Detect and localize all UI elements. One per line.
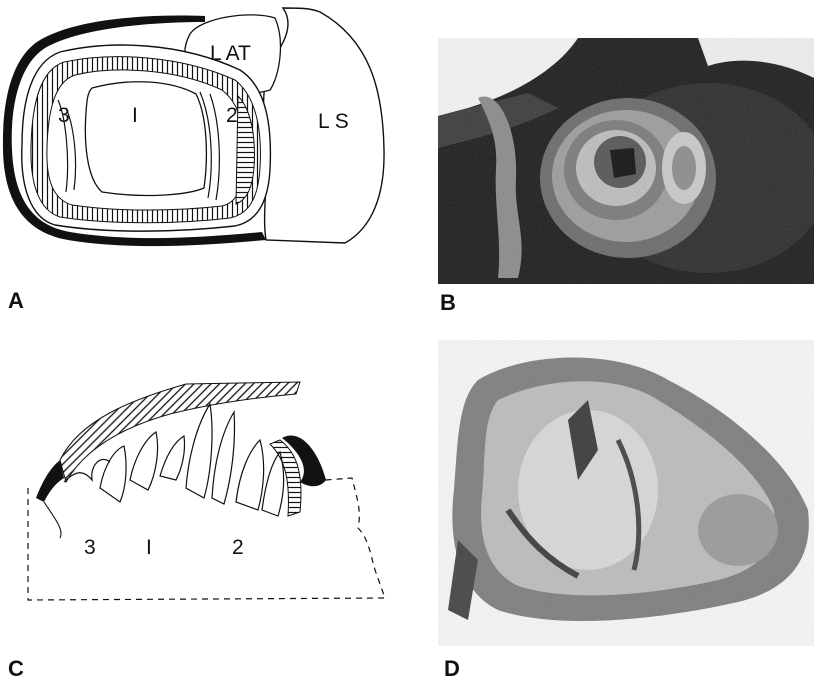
panel-letter-c: C bbox=[8, 656, 24, 682]
label-compartment-1-c: I bbox=[146, 536, 152, 559]
section-diagram-a: L AT I 2 3 L S bbox=[0, 0, 400, 260]
panel-letter-d: D bbox=[444, 656, 460, 682]
compartment-1 bbox=[85, 82, 206, 196]
label-compartment-3: 3 bbox=[58, 104, 70, 127]
label-compartment-3-c: 3 bbox=[84, 536, 96, 559]
panel-letter-a: A bbox=[8, 288, 24, 314]
panel-letter-b: B bbox=[440, 290, 456, 316]
micrograph-b bbox=[438, 38, 814, 284]
label-compartment-2-c: 2 bbox=[232, 536, 244, 559]
label-compartment-2: 2 bbox=[226, 104, 238, 127]
dashed-outline bbox=[28, 478, 385, 600]
label-ls: L S bbox=[318, 110, 349, 133]
panel-d-photo bbox=[438, 340, 814, 646]
panel-a-diagram: L AT I 2 3 L S bbox=[0, 0, 400, 260]
panel-b-photo bbox=[438, 38, 814, 284]
micrograph-d bbox=[438, 340, 814, 646]
label-lat: L AT bbox=[210, 42, 251, 65]
section-diagram-c: 3 I 2 bbox=[0, 370, 400, 610]
label-compartment-1: I bbox=[132, 104, 138, 127]
panel-c-diagram: 3 I 2 bbox=[0, 370, 400, 610]
